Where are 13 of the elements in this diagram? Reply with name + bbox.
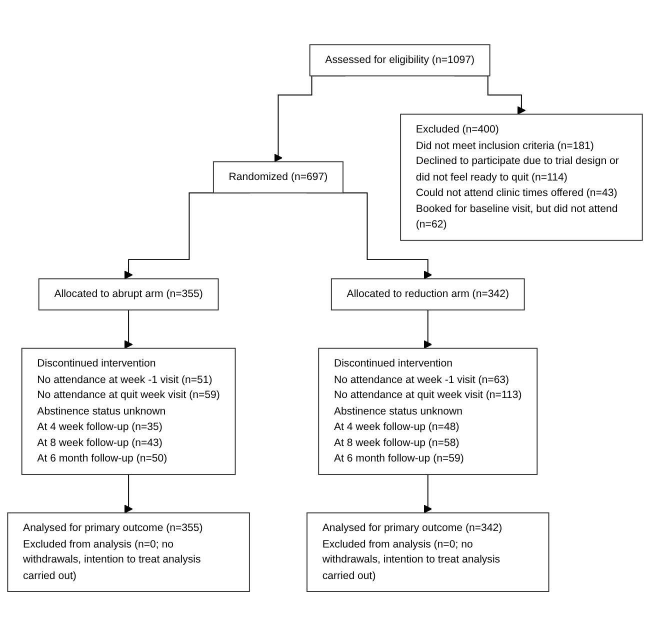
node-box: Analysed for primary outcome (n=355) Excluded from analysis (n=0; no withdrawals, intention to treat analysis carried out) [7, 512, 250, 592]
arrow [124, 310, 133, 350]
node-box: Assessed for eligibility (n=1097) [309, 44, 490, 77]
node-box: Discontinued intervention No attendance at week -1 visit (n=51) No attendance at quit week visit (n=59) Abstinence status unknown At 4 week follow-up (n=35) At 8 week follow-up (n=43) At 6 month follow-up (n=50) [21, 348, 236, 476]
arrow [424, 310, 432, 350]
node-box: Analysed for primary outcome (n=342) Excluded from analysis (n=0; no withdrawals, intention to treat analysis carried out) [306, 512, 550, 592]
node-box: Allocated to abrupt arm (n=355) [38, 278, 219, 311]
node-box: Discontinued intervention No attendance at week -1 visit (n=63) No attendance at quit week visit (n=113) Abstinence status unknown At 4 week follow-up (n=48) At 8 week follow-up (n=58) At 6 month follow-up (n=59) [318, 348, 538, 476]
node-box: Allocated to reduction arm (n=342) [330, 278, 525, 311]
arrow [424, 474, 432, 514]
arrow [124, 474, 133, 514]
node-box: Excluded (n=400) Did not meet inclusion criteria (n=181) Declined to participate due to trial design or did not feel ready to quit (n=114) Could not attend clinic times offered (n=43) Booked for baseline visit, but did not attend (n=62) [400, 114, 643, 242]
node-box: Randomized (n=697) [212, 162, 344, 194]
